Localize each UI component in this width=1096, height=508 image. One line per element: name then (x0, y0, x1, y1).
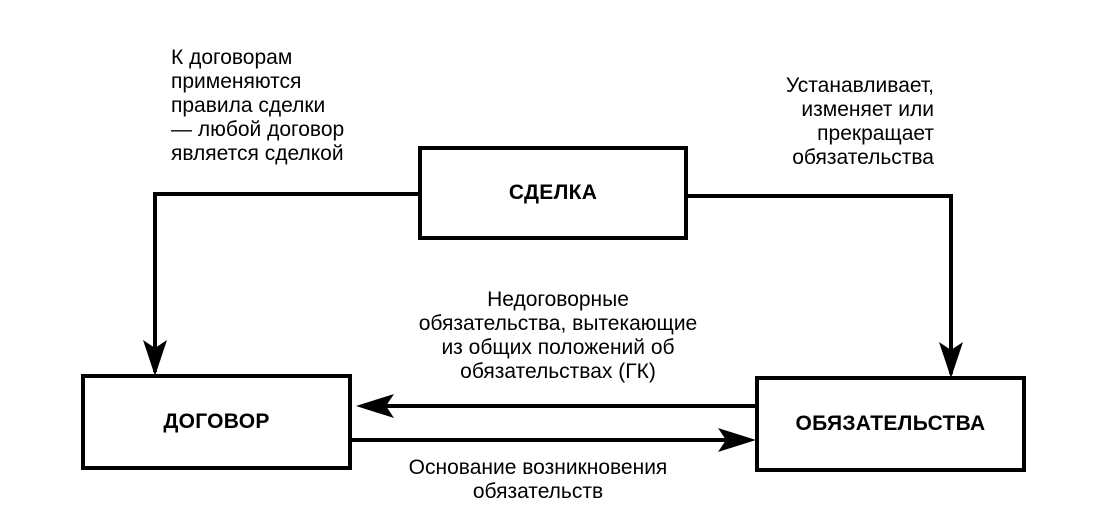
label-line: правила сделки (171, 94, 326, 117)
label-line: является сделкой (171, 142, 344, 165)
obligations-box: ОБЯЗАТЕЛЬСТВА (755, 376, 1026, 472)
deal-box: СДЕЛКА (418, 146, 688, 240)
arrow-obligations-to-contract (356, 394, 394, 418)
label-line: применяются (171, 70, 302, 93)
label-line: Недоговорные (487, 288, 629, 311)
label-line: из общих положений об (441, 336, 675, 359)
deal-box-label: СДЕЛКА (508, 181, 598, 204)
label-line: Основание возникновения (408, 456, 668, 479)
label-contract-to-obligations: Основание возникновения обязательств (368, 456, 708, 504)
label-deal-to-contract: К договорам применяются правила сделки —… (171, 46, 344, 166)
label-line: обязательства (792, 146, 934, 169)
label-line: — любой договор (171, 118, 345, 141)
label-line: прекращает (817, 122, 934, 145)
label-line: обязательства, вытекающие (418, 312, 698, 335)
label-line: Устанавливает, (785, 74, 934, 97)
arrow-contract-to-obligations (718, 428, 756, 452)
arrow-deal-to-contract (143, 340, 167, 376)
contract-box-label: ДОГОВОР (163, 410, 270, 433)
label-line: обязательств (472, 480, 604, 503)
arrow-deal-to-obligations (939, 342, 963, 378)
label-deal-to-obligations: Устанавливает, изменяет или прекращает о… (786, 74, 934, 170)
label-line: изменяет или (801, 98, 934, 121)
label-line: К договорам (171, 46, 293, 69)
edge-deal-to-contract (153, 192, 418, 372)
obligations-box-label: ОБЯЗАТЕЛЬСТВА (795, 412, 986, 435)
label-line: обязательствах (ГК) (460, 360, 656, 383)
edge-deal-to-obligations (688, 194, 953, 374)
contract-box: ДОГОВОР (81, 374, 352, 470)
label-obligations-to-contract: Недоговорные обязательства, вытекающие и… (383, 288, 733, 384)
